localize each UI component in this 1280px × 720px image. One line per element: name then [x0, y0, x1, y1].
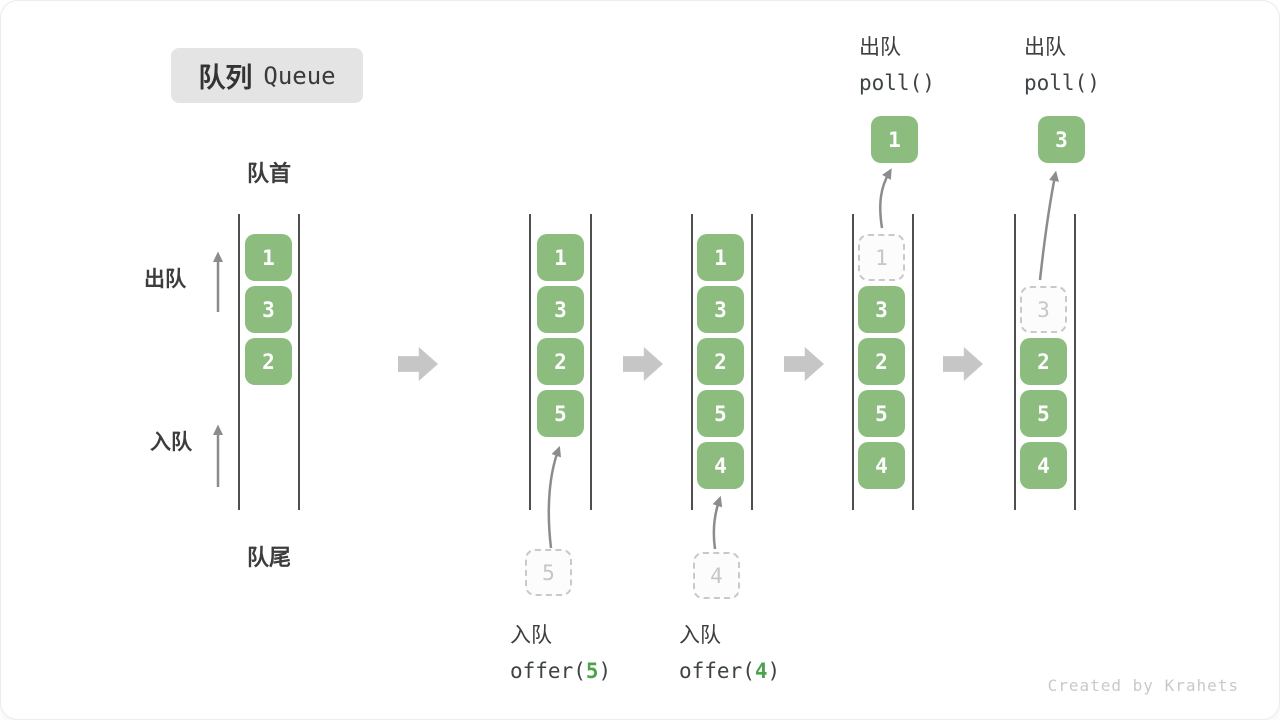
queue3-left-wall	[691, 214, 693, 510]
dequeue-side-label: 出队	[144, 268, 186, 291]
queue4-right-wall	[912, 214, 914, 510]
poll-code-label: poll()	[1024, 71, 1100, 95]
queue5-left-wall	[1014, 214, 1016, 510]
right-arrow-icon	[623, 347, 663, 381]
enqueue-action-label: 入队	[679, 624, 721, 647]
code-close: )	[767, 659, 781, 683]
queue5-right-wall	[1074, 214, 1076, 510]
offer5-curved-arrow-icon	[547, 445, 561, 549]
queue2-element: 5	[537, 390, 584, 437]
code-arg: 5	[585, 659, 599, 683]
queue1-left-wall	[238, 214, 240, 510]
enqueue-action-label: 入队	[510, 624, 552, 647]
queue4-element: 3	[858, 286, 905, 333]
incoming-element-ghost: 4	[693, 552, 740, 599]
queue5-element: 4	[1020, 442, 1067, 489]
dequeue-action-label: 出队	[1024, 36, 1066, 59]
title-en: Queue	[263, 61, 336, 90]
enqueue-4-annotation: 入队 offer(4)	[679, 619, 780, 683]
enqueue-side-label: 入队	[150, 431, 192, 454]
queue3-element: 4	[697, 442, 744, 489]
queue4-element: 2	[858, 338, 905, 385]
queue1-right-wall	[298, 214, 300, 510]
queue4-left-wall	[852, 214, 854, 510]
poll3-curved-arrow-icon	[1038, 170, 1059, 281]
code-arg: 4	[754, 659, 768, 683]
polled-element: 1	[871, 116, 918, 163]
enqueue-5-annotation: 入队 offer(5)	[510, 619, 611, 683]
offer4-curved-arrow-icon	[712, 495, 723, 550]
queue3-element: 2	[697, 338, 744, 385]
code-fn: offer(	[510, 659, 586, 683]
queue2-left-wall	[529, 214, 531, 510]
right-arrow-icon	[943, 347, 983, 381]
queue5-element: 5	[1020, 390, 1067, 437]
queue4-element: 5	[858, 390, 905, 437]
queue5-element: 2	[1020, 338, 1067, 385]
offer-code-label: offer(5)	[510, 659, 611, 683]
queue1-element: 3	[245, 286, 292, 333]
code-close: )	[598, 659, 612, 683]
dequeue-1-annotation: 出队 poll()	[859, 31, 935, 95]
queue2-right-wall	[590, 214, 592, 510]
queue3-element: 5	[697, 390, 744, 437]
dequeue-action-label: 出队	[859, 36, 901, 59]
incoming-element-ghost: 5	[525, 549, 572, 596]
poll-code-label: poll()	[859, 71, 935, 95]
code-fn: offer(	[679, 659, 755, 683]
dequeue-2-annotation: 出队 poll()	[1024, 31, 1100, 95]
queue3-element: 3	[697, 286, 744, 333]
poll1-curved-arrow-icon	[879, 168, 892, 229]
queue2-element: 1	[537, 234, 584, 281]
offer-code-label: offer(4)	[679, 659, 780, 683]
title-badge: 队列 Queue	[171, 48, 363, 103]
right-arrow-icon	[784, 347, 824, 381]
queue-rear-label: 队尾	[246, 545, 291, 570]
polled-element: 3	[1038, 116, 1085, 163]
queue1-element: 2	[245, 338, 292, 385]
queue-front-label: 队首	[246, 161, 291, 186]
title-zh: 队列	[198, 63, 253, 93]
removed-element-ghost: 1	[858, 234, 905, 281]
queue3-element: 1	[697, 234, 744, 281]
queue3-right-wall	[751, 214, 753, 510]
watermark: Created by Krahets	[1047, 676, 1239, 695]
removed-element-ghost: 3	[1020, 286, 1067, 333]
queue1-element: 1	[245, 234, 292, 281]
queue2-element: 3	[537, 286, 584, 333]
queue2-element: 2	[537, 338, 584, 385]
right-arrow-icon	[398, 347, 438, 381]
queue4-element: 4	[858, 442, 905, 489]
